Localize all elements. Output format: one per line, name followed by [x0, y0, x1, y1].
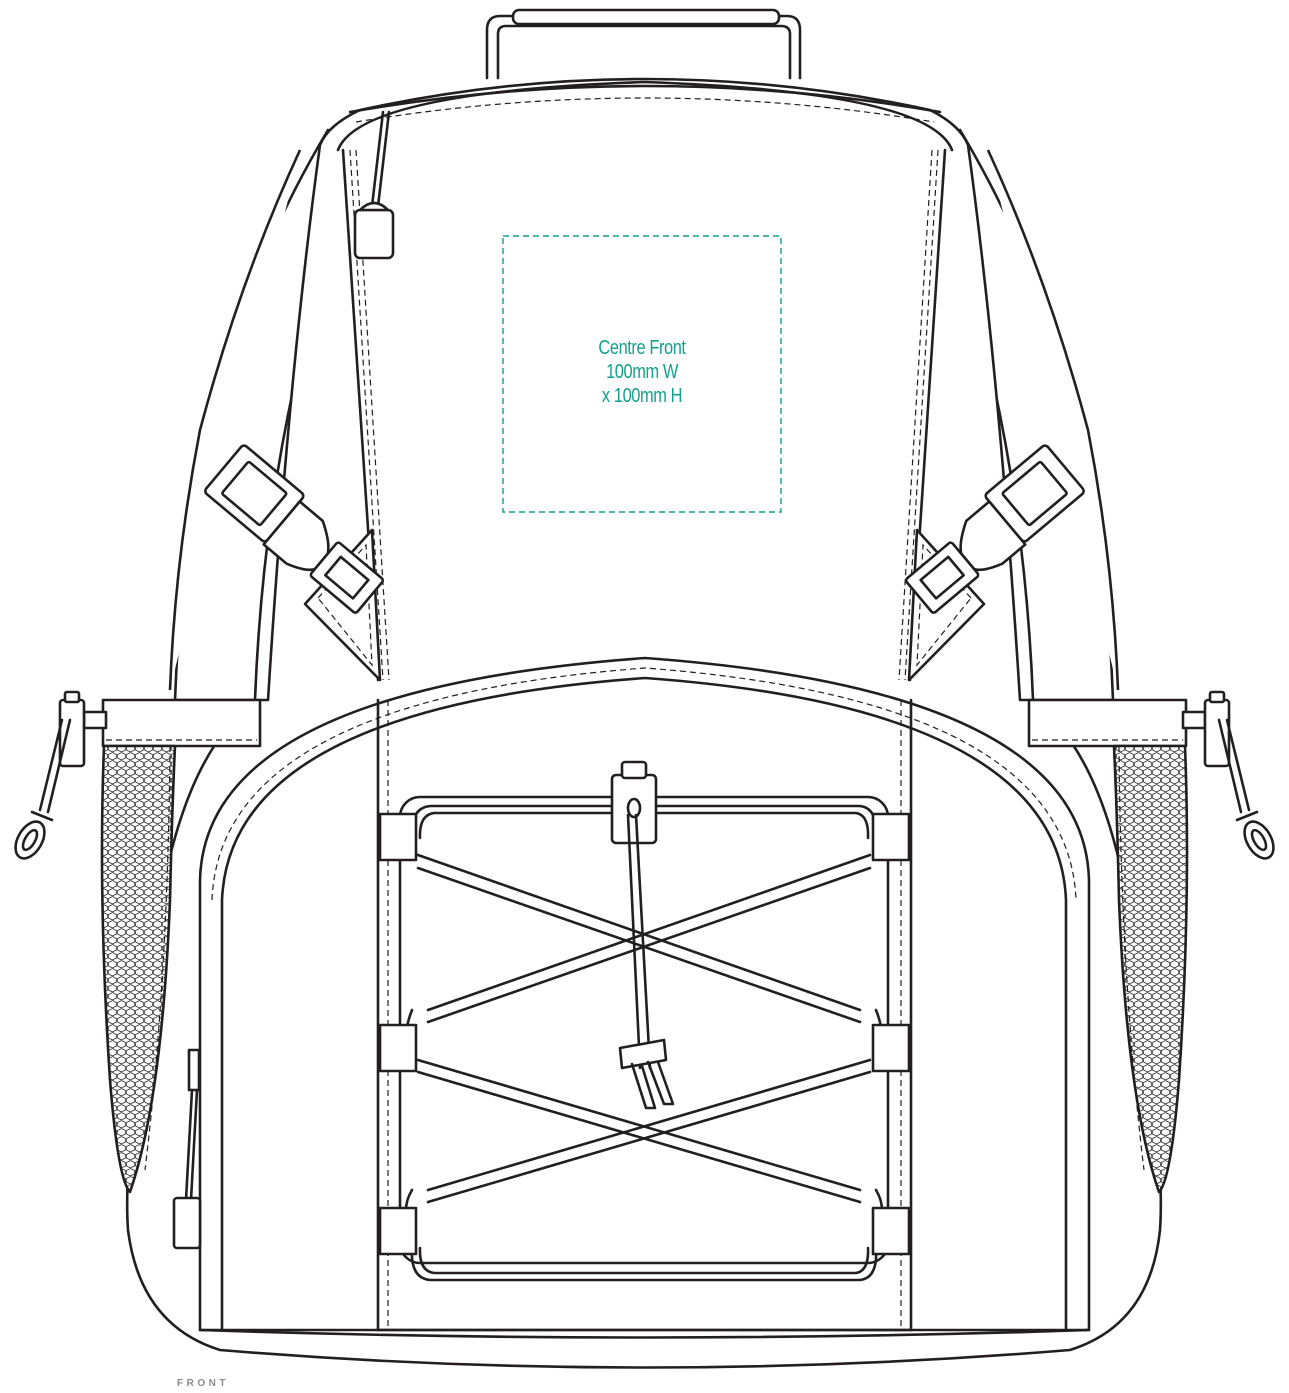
print-area-width: 100mm W: [606, 361, 678, 383]
top-zipper-pull: [353, 110, 395, 260]
left-mesh-pocket: [100, 698, 262, 1194]
top-handle: [485, 8, 802, 80]
print-area-box: [502, 235, 782, 513]
print-area-height: x 100mm H: [601, 385, 683, 407]
left-buckle: [204, 444, 385, 614]
view-label: FRONT: [177, 1378, 229, 1389]
print-area-label: Centre Front 100mm W x 100mm H: [528, 336, 756, 408]
cord-lock: [610, 760, 675, 1110]
right-mesh-pocket: [1027, 698, 1189, 1194]
pocket-zipper-pull: [172, 1048, 202, 1250]
front-pocket: [198, 656, 1091, 1339]
right-buckle: [904, 444, 1085, 614]
right-side-toggle: [1181, 690, 1275, 860]
print-area-title: Centre Front: [598, 337, 686, 359]
left-side-toggle: [14, 690, 108, 860]
